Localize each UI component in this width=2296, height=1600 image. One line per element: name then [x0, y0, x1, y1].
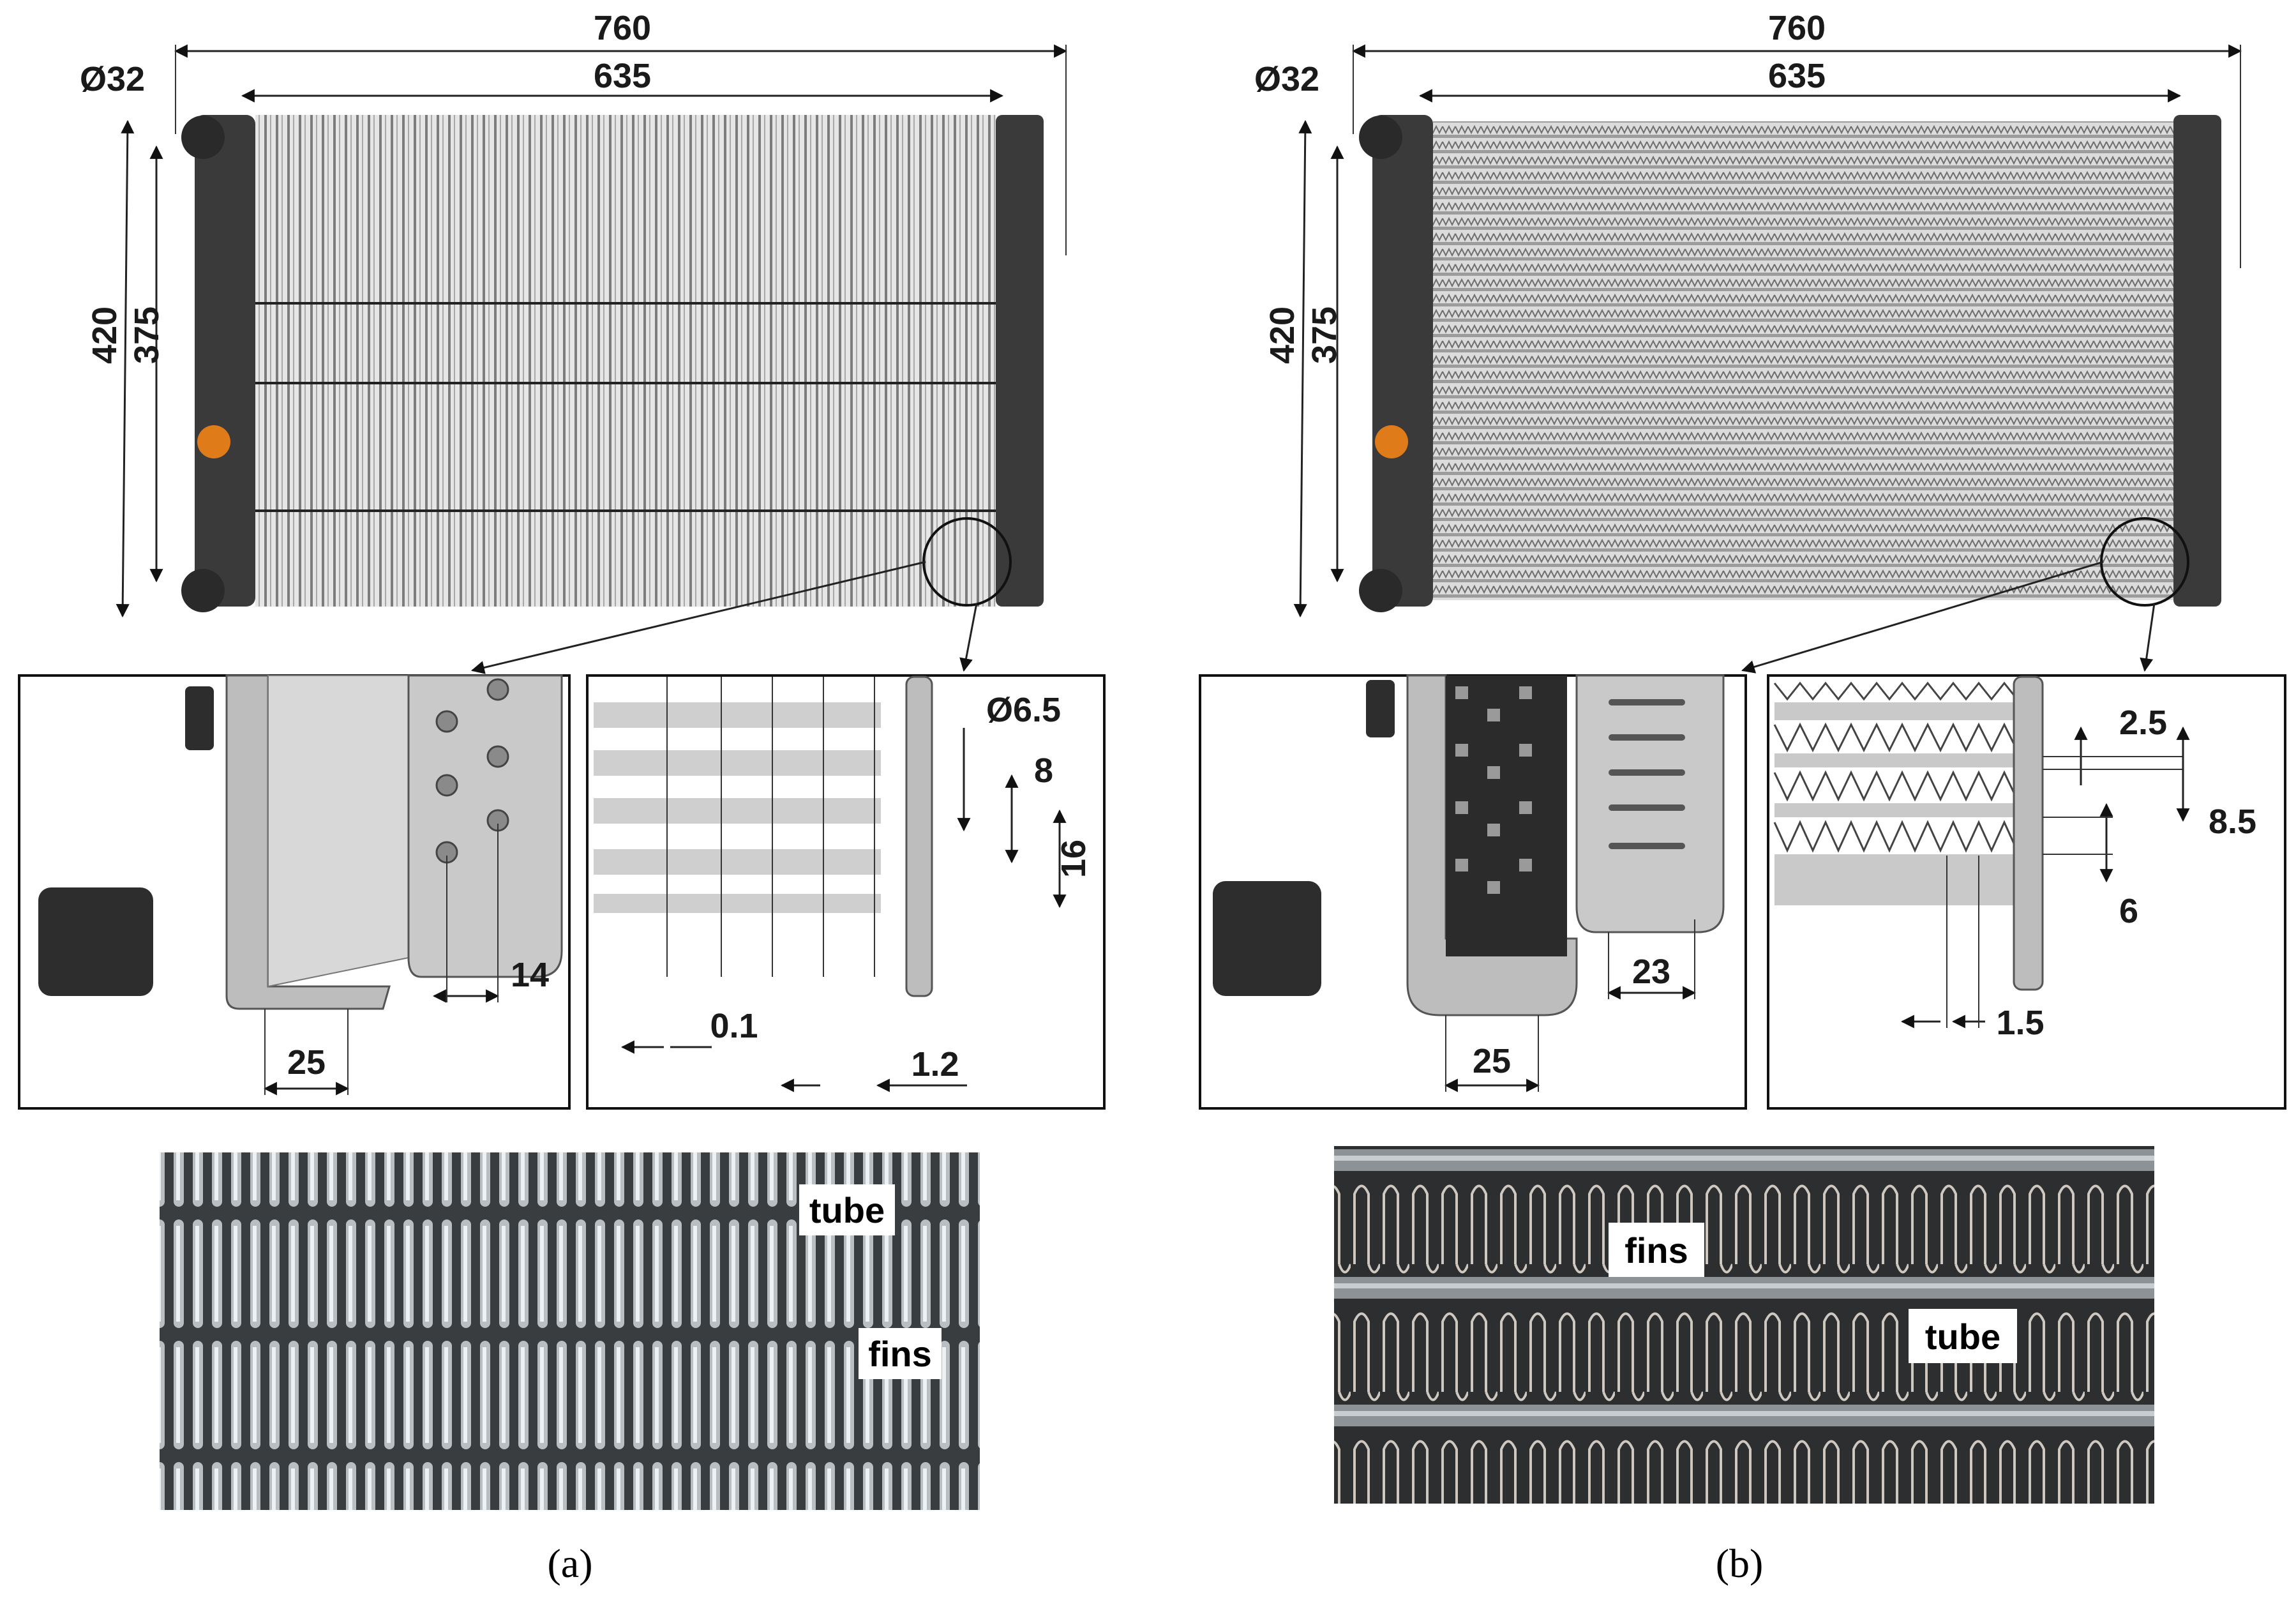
- fin-height-b: 6: [2119, 892, 2138, 930]
- photo-label-fins-b: fins: [1624, 1230, 1688, 1271]
- radiator-a: [181, 115, 1044, 674]
- detail-left-b: 25 23: [1199, 674, 1747, 1110]
- tube-height-b: 2.5: [2119, 704, 2167, 742]
- fin-rows-b: [1773, 681, 2031, 905]
- tank-depth-b: 25: [1473, 1042, 1511, 1080]
- photo-label-tube-a: tube: [809, 1190, 885, 1230]
- panel-b: 760 635 Ø32 420 375: [1199, 9, 2286, 1586]
- core-width-a: 635: [594, 57, 651, 95]
- detail-right-a: Ø6.5 8 16 0.1 1.2: [586, 674, 1106, 1110]
- right-tank-b: [2173, 115, 2221, 607]
- drain-cap-a: [197, 425, 230, 458]
- header-holes-a: [435, 678, 509, 864]
- panel-a: 760 635 Ø32 420 375 25: [18, 9, 1106, 1586]
- fin-mesh-b: [1446, 675, 1567, 956]
- tube-pitch-b: 8.5: [2209, 803, 2256, 841]
- photo-label-tube-a-bg: [799, 1184, 895, 1235]
- photo-label-fins-a: fins: [868, 1334, 932, 1374]
- photo-b: fins tube: [1334, 1146, 2154, 1504]
- dimensions-b: 760 635 Ø32 420 375: [1254, 9, 2242, 618]
- inlet-diameter-a: Ø32: [80, 60, 145, 98]
- caption-b: (b): [1716, 1541, 1764, 1586]
- header-wall-b: [2013, 675, 2044, 991]
- header-plate-b: [1575, 674, 1725, 933]
- tubes-detail-a: [594, 702, 881, 913]
- core-height-a: 375: [128, 306, 166, 364]
- header-plate-a: [407, 674, 563, 978]
- drain-cap-b: [1375, 425, 1408, 458]
- core-height-b: 375: [1305, 306, 1344, 364]
- photo-a: tube fins: [160, 1152, 980, 1510]
- photo-label-tube-b-bg: [1909, 1309, 2017, 1363]
- hole-pitch-a: 14: [511, 956, 549, 994]
- photo-label-fins-a-bg: [859, 1328, 942, 1379]
- detail-right-b: 2.5 8.5 6 1.5: [1767, 674, 2286, 1110]
- caption-a: (a): [547, 1541, 592, 1586]
- hole-diameter-a: Ø6.5: [986, 691, 1061, 729]
- left-tank-b: [1372, 115, 1433, 607]
- inlet-pipe-b: [1359, 116, 1402, 159]
- detail-left-a: 25 14: [18, 674, 571, 1110]
- wall-thickness-a: 1.2: [911, 1045, 959, 1083]
- overall-height-b: 420: [1263, 306, 1302, 364]
- left-tank-a: [195, 115, 255, 607]
- inlet-pipe-a: [181, 116, 225, 159]
- header-wall-a: [905, 675, 933, 997]
- fin-thickness-a: 0.1: [710, 1007, 758, 1045]
- tube-pitch-a: 16: [1054, 840, 1093, 878]
- outlet-pipe-detail-b: [1213, 881, 1321, 996]
- slot-width-b: 23: [1632, 953, 1670, 991]
- core-width-b: 635: [1768, 57, 1826, 95]
- outlet-pipe-detail-a: [38, 887, 153, 996]
- overall-height-a: 420: [86, 306, 124, 364]
- inlet-diameter-b: Ø32: [1254, 60, 1319, 98]
- photo-fins-tubes-b: [1334, 1146, 2154, 1504]
- photo-label-fins-b-bg: [1609, 1223, 1704, 1277]
- overall-width-b: 760: [1768, 9, 1826, 47]
- outlet-pipe-a: [181, 569, 225, 612]
- dimensions-a: 760 635 Ø32 420 375: [80, 9, 1068, 618]
- tank-depth-a: 25: [287, 1043, 326, 1082]
- fin-pitch-b: 1.5: [1996, 1004, 2044, 1042]
- outlet-pipe-b: [1359, 569, 1402, 612]
- radiator-b: [1359, 115, 2221, 674]
- core-a: [255, 115, 996, 607]
- overall-width-a: 760: [594, 9, 651, 47]
- core-b: [1433, 121, 2173, 600]
- right-tank-a: [996, 115, 1044, 607]
- tube-gap-a: 8: [1034, 751, 1053, 790]
- photo-label-tube-b: tube: [1925, 1317, 2000, 1357]
